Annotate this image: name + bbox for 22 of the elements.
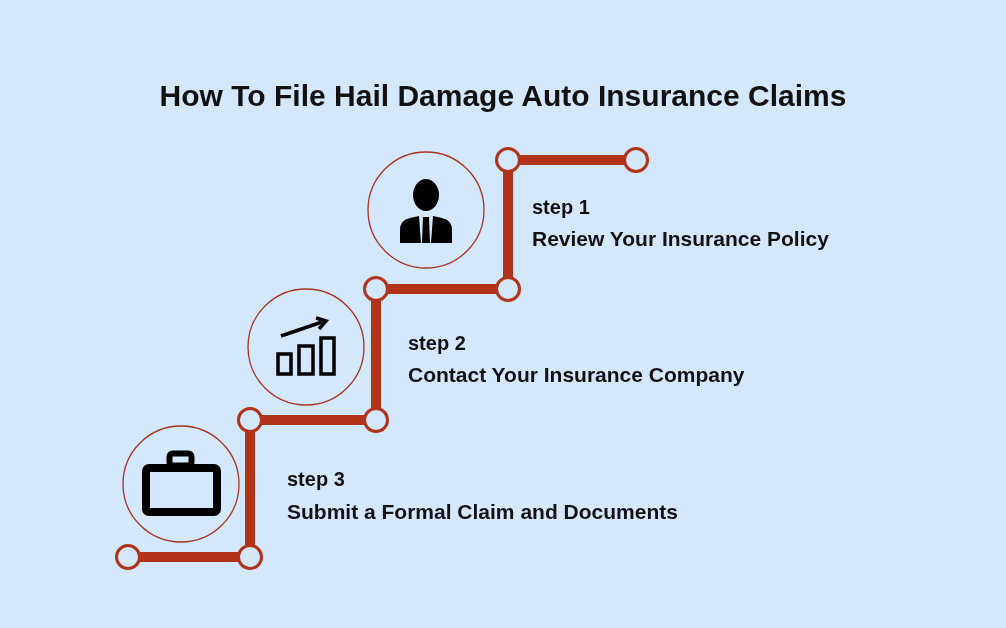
- joint-marker: [363, 407, 389, 433]
- page-title: How To File Hail Damage Auto Insurance Claims: [159, 78, 847, 114]
- joint-marker: [495, 147, 521, 173]
- joint-marker: [363, 276, 389, 302]
- step-title: Review Your Insurance Policy: [532, 226, 829, 252]
- connector-line: [371, 301, 381, 408]
- connector-line: [245, 432, 255, 545]
- step-title: Contact Your Insurance Company: [408, 362, 745, 388]
- joint-marker: [495, 276, 521, 302]
- joint-marker: [623, 147, 649, 173]
- connector-line: [503, 172, 513, 277]
- connector-line: [140, 552, 238, 562]
- joint-marker: [115, 544, 141, 570]
- connector-line: [520, 155, 624, 165]
- connector-line: [388, 284, 496, 294]
- step-number: step 1: [532, 195, 590, 219]
- connector-line: [262, 415, 364, 425]
- step-number: step 2: [408, 331, 466, 355]
- joint-marker: [237, 407, 263, 433]
- joint-marker: [237, 544, 263, 570]
- step-number: step 3: [287, 467, 345, 491]
- step-title: Submit a Formal Claim and Documents: [287, 499, 678, 525]
